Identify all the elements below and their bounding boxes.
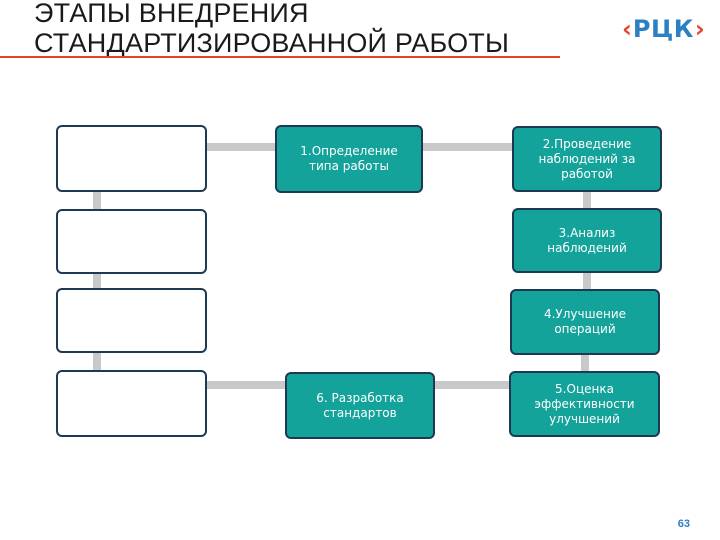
title-line-2: СТАНДАРТИЗИРОВАННОЙ РАБОТЫ [34, 28, 510, 58]
step-3-label: 3.Анализ наблюдений [547, 225, 627, 255]
step-3-box: 3.Анализ наблюдений [512, 208, 662, 273]
step-2-label: 2.Проведение наблюдений за работой [538, 136, 636, 181]
step-2-box: 2.Проведение наблюдений за работой [512, 126, 662, 192]
logo-right-bracket: › [694, 15, 705, 43]
title-line-1: ЭТАПЫ ВНЕДРЕНИЯ [34, 0, 309, 28]
step-1-label: 1.Определение типа работы [300, 144, 398, 173]
title-underline [0, 56, 560, 58]
empty-box-4 [56, 370, 207, 437]
step-6-box: 6. Разработка стандартов [285, 372, 435, 439]
step-4-label: 4.Улучшение операций [543, 307, 626, 336]
empty-box-2 [56, 209, 207, 274]
page-number: 63 [677, 518, 690, 530]
logo-left-bracket: ‹ [622, 15, 632, 43]
step-4-box: 4.Улучшение операций [510, 289, 660, 355]
page-title: ЭТАПЫ ВНЕДРЕНИЯ СТАНДАРТИЗИРОВАННОЙ РАБО… [34, 0, 594, 58]
step-1-box: 1.Определение типа работы [275, 125, 423, 193]
empty-box-3 [56, 288, 207, 353]
step-5-box: 5.Оценка эффективности улучшений [509, 371, 660, 437]
step-5-label: 5.Оценка эффективности улучшений [534, 381, 635, 426]
logo-text: РЦК [632, 15, 694, 43]
company-logo: ‹ РЦК › [622, 12, 705, 46]
step-6-label: 6. Разработка стандартов [316, 390, 404, 420]
empty-box-1 [56, 125, 207, 192]
